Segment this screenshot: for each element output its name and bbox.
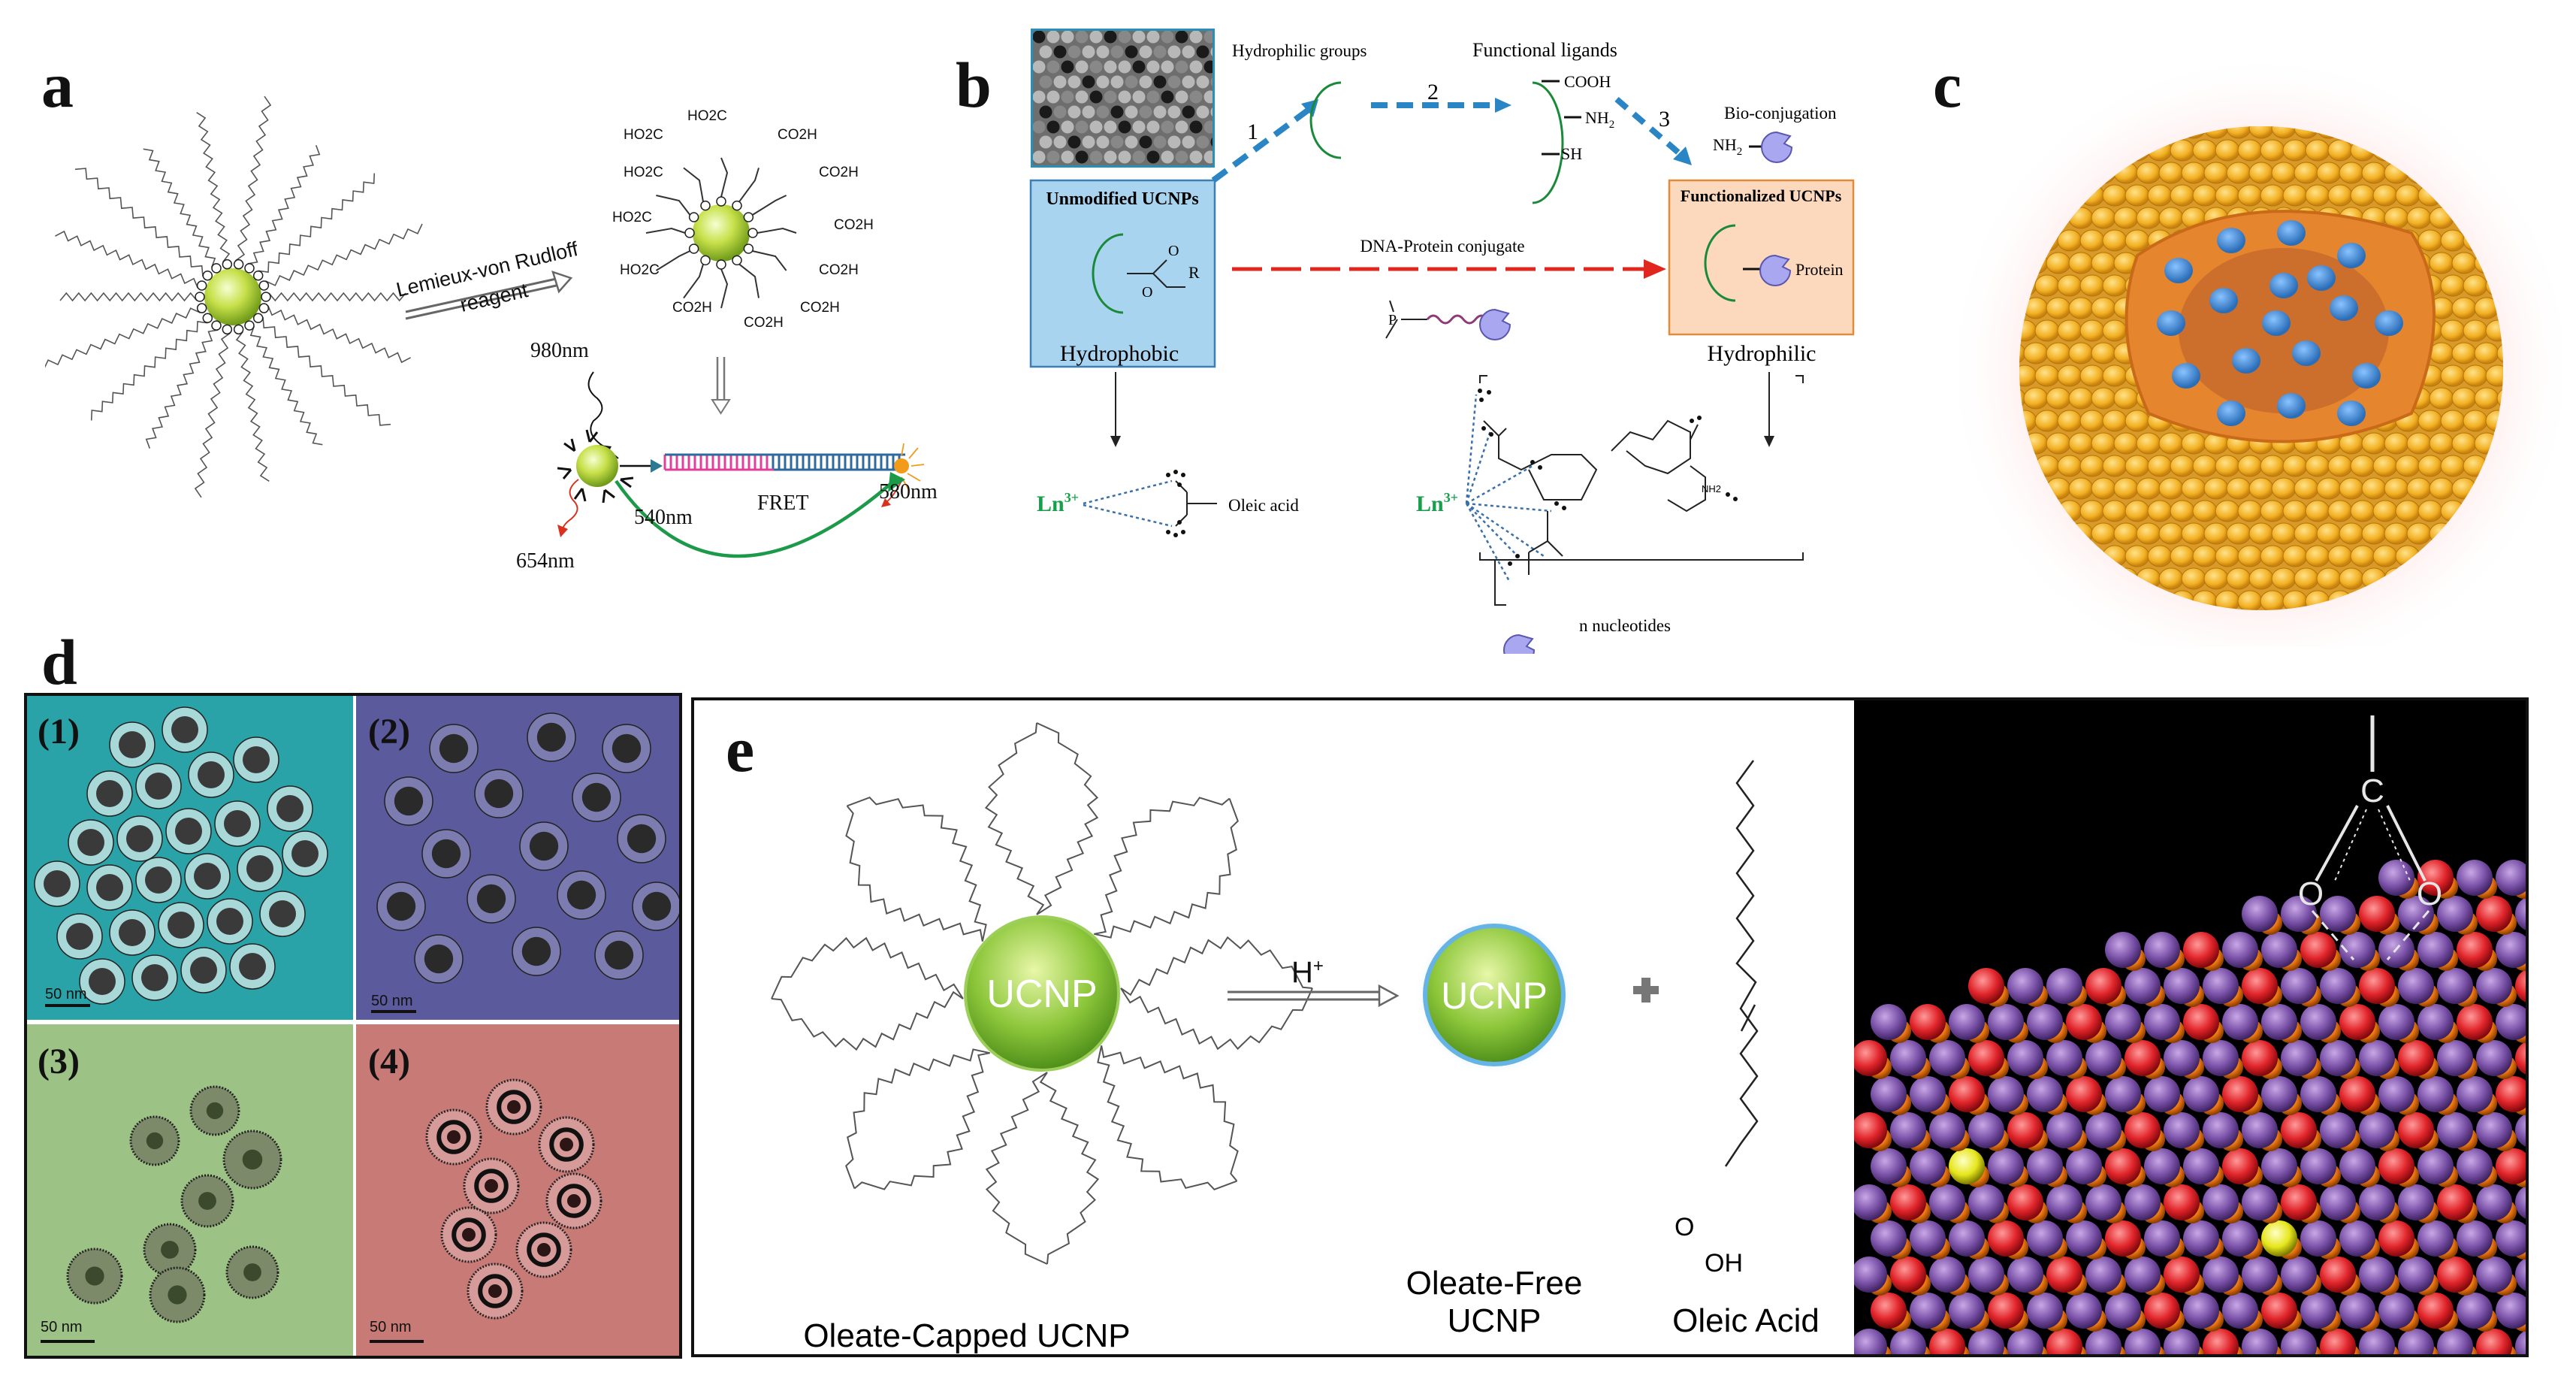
caption-oleate-free-1: Oleate-Free [1406, 1265, 1583, 1302]
down-arrow [711, 357, 731, 415]
svg-text:SH: SH [1561, 144, 1582, 163]
tem-image-1: (1) 50 nm [27, 696, 353, 1020]
excitation-label: 980nm [530, 339, 589, 362]
emission-540-label: 540nm [634, 506, 693, 529]
subpanel-label-1: (1) [38, 712, 80, 752]
svg-text:O: O [2417, 875, 2442, 912]
reaction-arrow [405, 271, 573, 320]
panel-b-diagram: Unmodified UCNPs O O R Hydrophobic 1 Hyd… [1029, 39, 1855, 654]
svg-text:O: O [1168, 243, 1179, 259]
oleic-acid-chain [1724, 760, 1759, 1167]
oleic-acid-label: Oleic acid [1228, 496, 1299, 515]
unmodified-label: Unmodified UCNPs [1046, 189, 1198, 209]
emission-654-label: 654nm [516, 549, 575, 573]
svg-text:3: 3 [1659, 107, 1670, 132]
svg-text:CO2H: CO2H [819, 165, 859, 180]
caption-oleate-capped: Oleate-Capped UCNP [803, 1317, 1130, 1354]
svg-text:C: C [2360, 773, 2384, 809]
svg-text:HO2C: HO2C [687, 108, 727, 124]
functional-ligands-label: Functional ligands [1472, 39, 1617, 61]
svg-text:HO2C: HO2C [620, 262, 660, 278]
panel-label-d: d [41, 626, 77, 698]
bio-conjugation-label: Bio-conjugation [1724, 104, 1837, 122]
scale-bar-1: 50 nm [45, 986, 87, 1003]
svg-text:O: O [2298, 875, 2324, 912]
svg-text:O: O [1142, 284, 1152, 301]
svg-text:2: 2 [1427, 80, 1439, 104]
fret-probe [557, 371, 925, 558]
panel-d-frame: (1) 50 nm (2) 50 nm (3) 50 nm (4) 50 nm [24, 693, 682, 1359]
caption-oleate-free-2: UCNP [1448, 1302, 1542, 1339]
panel-label-a: a [41, 49, 74, 121]
svg-text:OH: OH [1705, 1249, 1743, 1278]
panel-a-diagram: Lemieux-von Rudloff reagent HO2CHO2CCO2H… [45, 95, 938, 573]
panel-label-b: b [956, 49, 992, 121]
subpanel-label-2: (2) [368, 712, 410, 752]
oleate-capped-particle [45, 95, 423, 498]
panel-e-frame: e UCNP H+ UCNP O [691, 697, 2529, 1357]
svg-text:NH2: NH2 [1713, 135, 1742, 158]
subpanel-label-4: (4) [368, 1042, 410, 1081]
ucnp-right-label: UCNP [1441, 975, 1548, 1017]
functionalized-label: Functionalized UCNPs [1681, 186, 1842, 205]
svg-text:CO2H: CO2H [778, 127, 817, 143]
svg-text:HO2C: HO2C [624, 165, 663, 180]
panel-label-c: c [1933, 49, 1962, 121]
tem-image-2: (2) 50 nm [356, 696, 681, 1020]
svg-text:Ln3+: Ln3+ [1416, 490, 1458, 516]
crystal-surface-model: C O O [1851, 700, 2526, 1354]
panel-label-e: e [726, 713, 755, 785]
hydrophobic-label: Hydrophobic [1060, 341, 1179, 366]
nanoparticle-core [204, 268, 261, 325]
acid-label: H [1291, 956, 1313, 989]
scale-bar-2: 50 nm [371, 993, 413, 1009]
svg-text:CO2H: CO2H [800, 300, 840, 316]
svg-text:1: 1 [1247, 119, 1258, 144]
panel-e-scheme: UCNP H+ UCNP O OH Oleate-Capped UCNP Ole… [771, 722, 1820, 1354]
caption-oleic-acid: Oleic Acid [1672, 1302, 1820, 1339]
ucnp-left-label: UCNP [986, 972, 1097, 1016]
tem-inset-image [1031, 29, 1215, 168]
svg-text:CO2H: CO2H [672, 300, 712, 316]
n-nucleotides-label: n nucleotides [1579, 616, 1671, 635]
unmodified-ucnps-box [1029, 179, 1216, 368]
ln-left-label: Ln [1037, 491, 1065, 516]
tem-image-4: (4) 50 nm [356, 1024, 679, 1356]
svg-text:CO2H: CO2H [744, 315, 784, 331]
svg-text:CO2H: CO2H [834, 217, 874, 233]
fret-label: FRET [757, 491, 808, 515]
hydrophilic-label: Hydrophilic [1708, 341, 1816, 366]
svg-text:CO2H: CO2H [819, 262, 859, 278]
functionalized-ucnps-box [1668, 179, 1855, 336]
svg-text:HO2C: HO2C [624, 127, 663, 143]
scale-bar-4: 50 nm [370, 1319, 412, 1335]
svg-text:NH2: NH2 [1702, 483, 1721, 494]
svg-text:HO2C: HO2C [612, 210, 652, 225]
panel-c-micelle [1946, 60, 2569, 646]
hydrophilic-groups-label: Hydrophilic groups [1232, 41, 1367, 60]
svg-text:R: R [1188, 263, 1200, 282]
carboxylate-binding: C O O [2298, 715, 2442, 960]
svg-text:COOH: COOH [1564, 72, 1611, 91]
svg-text:P: P [1388, 312, 1397, 328]
scale-bar-3: 50 nm [41, 1319, 83, 1335]
ln-right-label: Ln [1416, 491, 1444, 516]
tem-image-3: (3) 50 nm [27, 1024, 353, 1356]
plus-sign [1633, 978, 1659, 1003]
svg-text:O: O [1675, 1213, 1694, 1241]
subpanel-label-3: (3) [38, 1042, 80, 1081]
svg-text:H+: H+ [1291, 956, 1324, 989]
carboxylated-particle [693, 204, 750, 262]
emission-580-label: 580nm [879, 480, 938, 504]
protein-label: Protein [1795, 260, 1844, 279]
dna-protein-label: DNA-Protein conjugate [1360, 237, 1524, 256]
svg-text:Ln3+: Ln3+ [1037, 490, 1079, 516]
svg-text:NH2: NH2 [1585, 108, 1614, 131]
